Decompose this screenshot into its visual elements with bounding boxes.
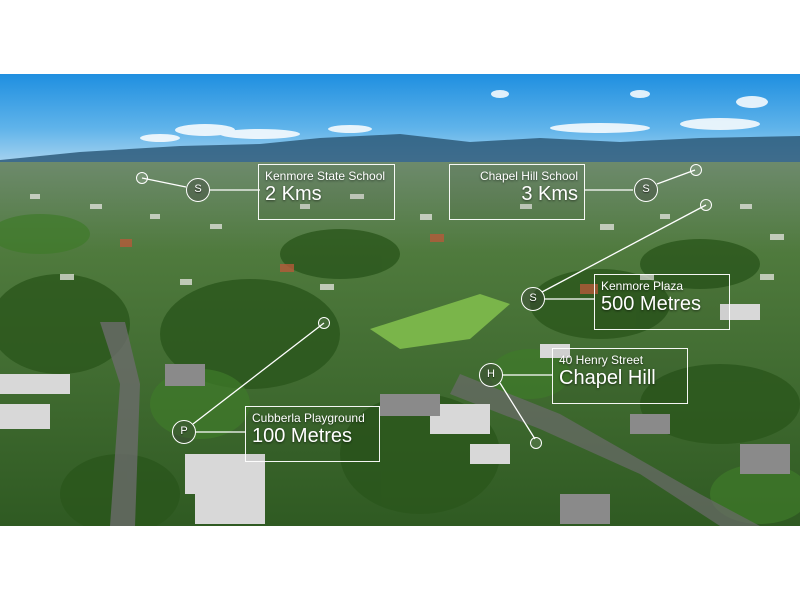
- grass-field: [370, 294, 510, 349]
- henry-street-name: 40 Henry Street: [559, 353, 644, 367]
- chapel-hill-school-distance: 3 Kms: [521, 183, 578, 205]
- playground-marker-icon: P: [172, 420, 196, 444]
- chapel-hill-school-marker-icon: S: [634, 178, 658, 202]
- marker-letter: H: [487, 368, 495, 380]
- kenmore-school-dot: [136, 172, 148, 184]
- aerial-scene: [0, 74, 800, 526]
- playground-name: Cubberla Playground: [252, 411, 365, 425]
- connector-chapel-hill-school: [656, 169, 696, 185]
- connector-kenmore-school: [141, 177, 187, 188]
- clouds: [140, 90, 768, 142]
- marker-letter: S: [642, 183, 650, 195]
- playground-label: Cubberla Playground 100 Metres: [245, 406, 380, 462]
- chapel-hill-school-label: Chapel Hill School 3 Kms: [449, 164, 585, 220]
- road: [100, 322, 140, 526]
- kenmore-plaza-marker-icon: S: [521, 287, 545, 311]
- connector-lines: [141, 169, 707, 440]
- henry-street-label: 40 Henry Street Chapel Hill: [552, 348, 688, 404]
- playground-distance: 100 Metres: [252, 425, 353, 447]
- henry-street-suburb: Chapel Hill: [559, 367, 656, 389]
- kenmore-plaza-distance: 500 Metres: [601, 293, 702, 315]
- chapel-hill-school-name: Chapel Hill School: [479, 169, 578, 183]
- henry-street-dot: [530, 437, 542, 449]
- aerial-photo: [0, 74, 800, 526]
- chapel-hill-school-dot: [690, 164, 702, 176]
- marker-letter: S: [529, 292, 537, 304]
- connector-playground: [192, 322, 325, 425]
- marker-letter: S: [194, 183, 202, 195]
- playground-dot: [318, 317, 330, 329]
- kenmore-school-label: Kenmore State School 2 Kms: [258, 164, 395, 220]
- kenmore-plaza-dot: [700, 199, 712, 211]
- marker-letter: P: [180, 425, 188, 437]
- house-marker-icon: H: [479, 363, 503, 387]
- kenmore-school-distance: 2 Kms: [265, 183, 322, 205]
- kenmore-plaza-name: Kenmore Plaza: [601, 279, 684, 293]
- connector-kenmore-plaza: [541, 204, 707, 293]
- kenmore-school-marker-icon: S: [186, 178, 210, 202]
- connector-henry-street: [499, 382, 536, 440]
- kenmore-school-name: Kenmore State School: [265, 169, 386, 183]
- kenmore-plaza-label: Kenmore Plaza 500 Metres: [594, 274, 730, 330]
